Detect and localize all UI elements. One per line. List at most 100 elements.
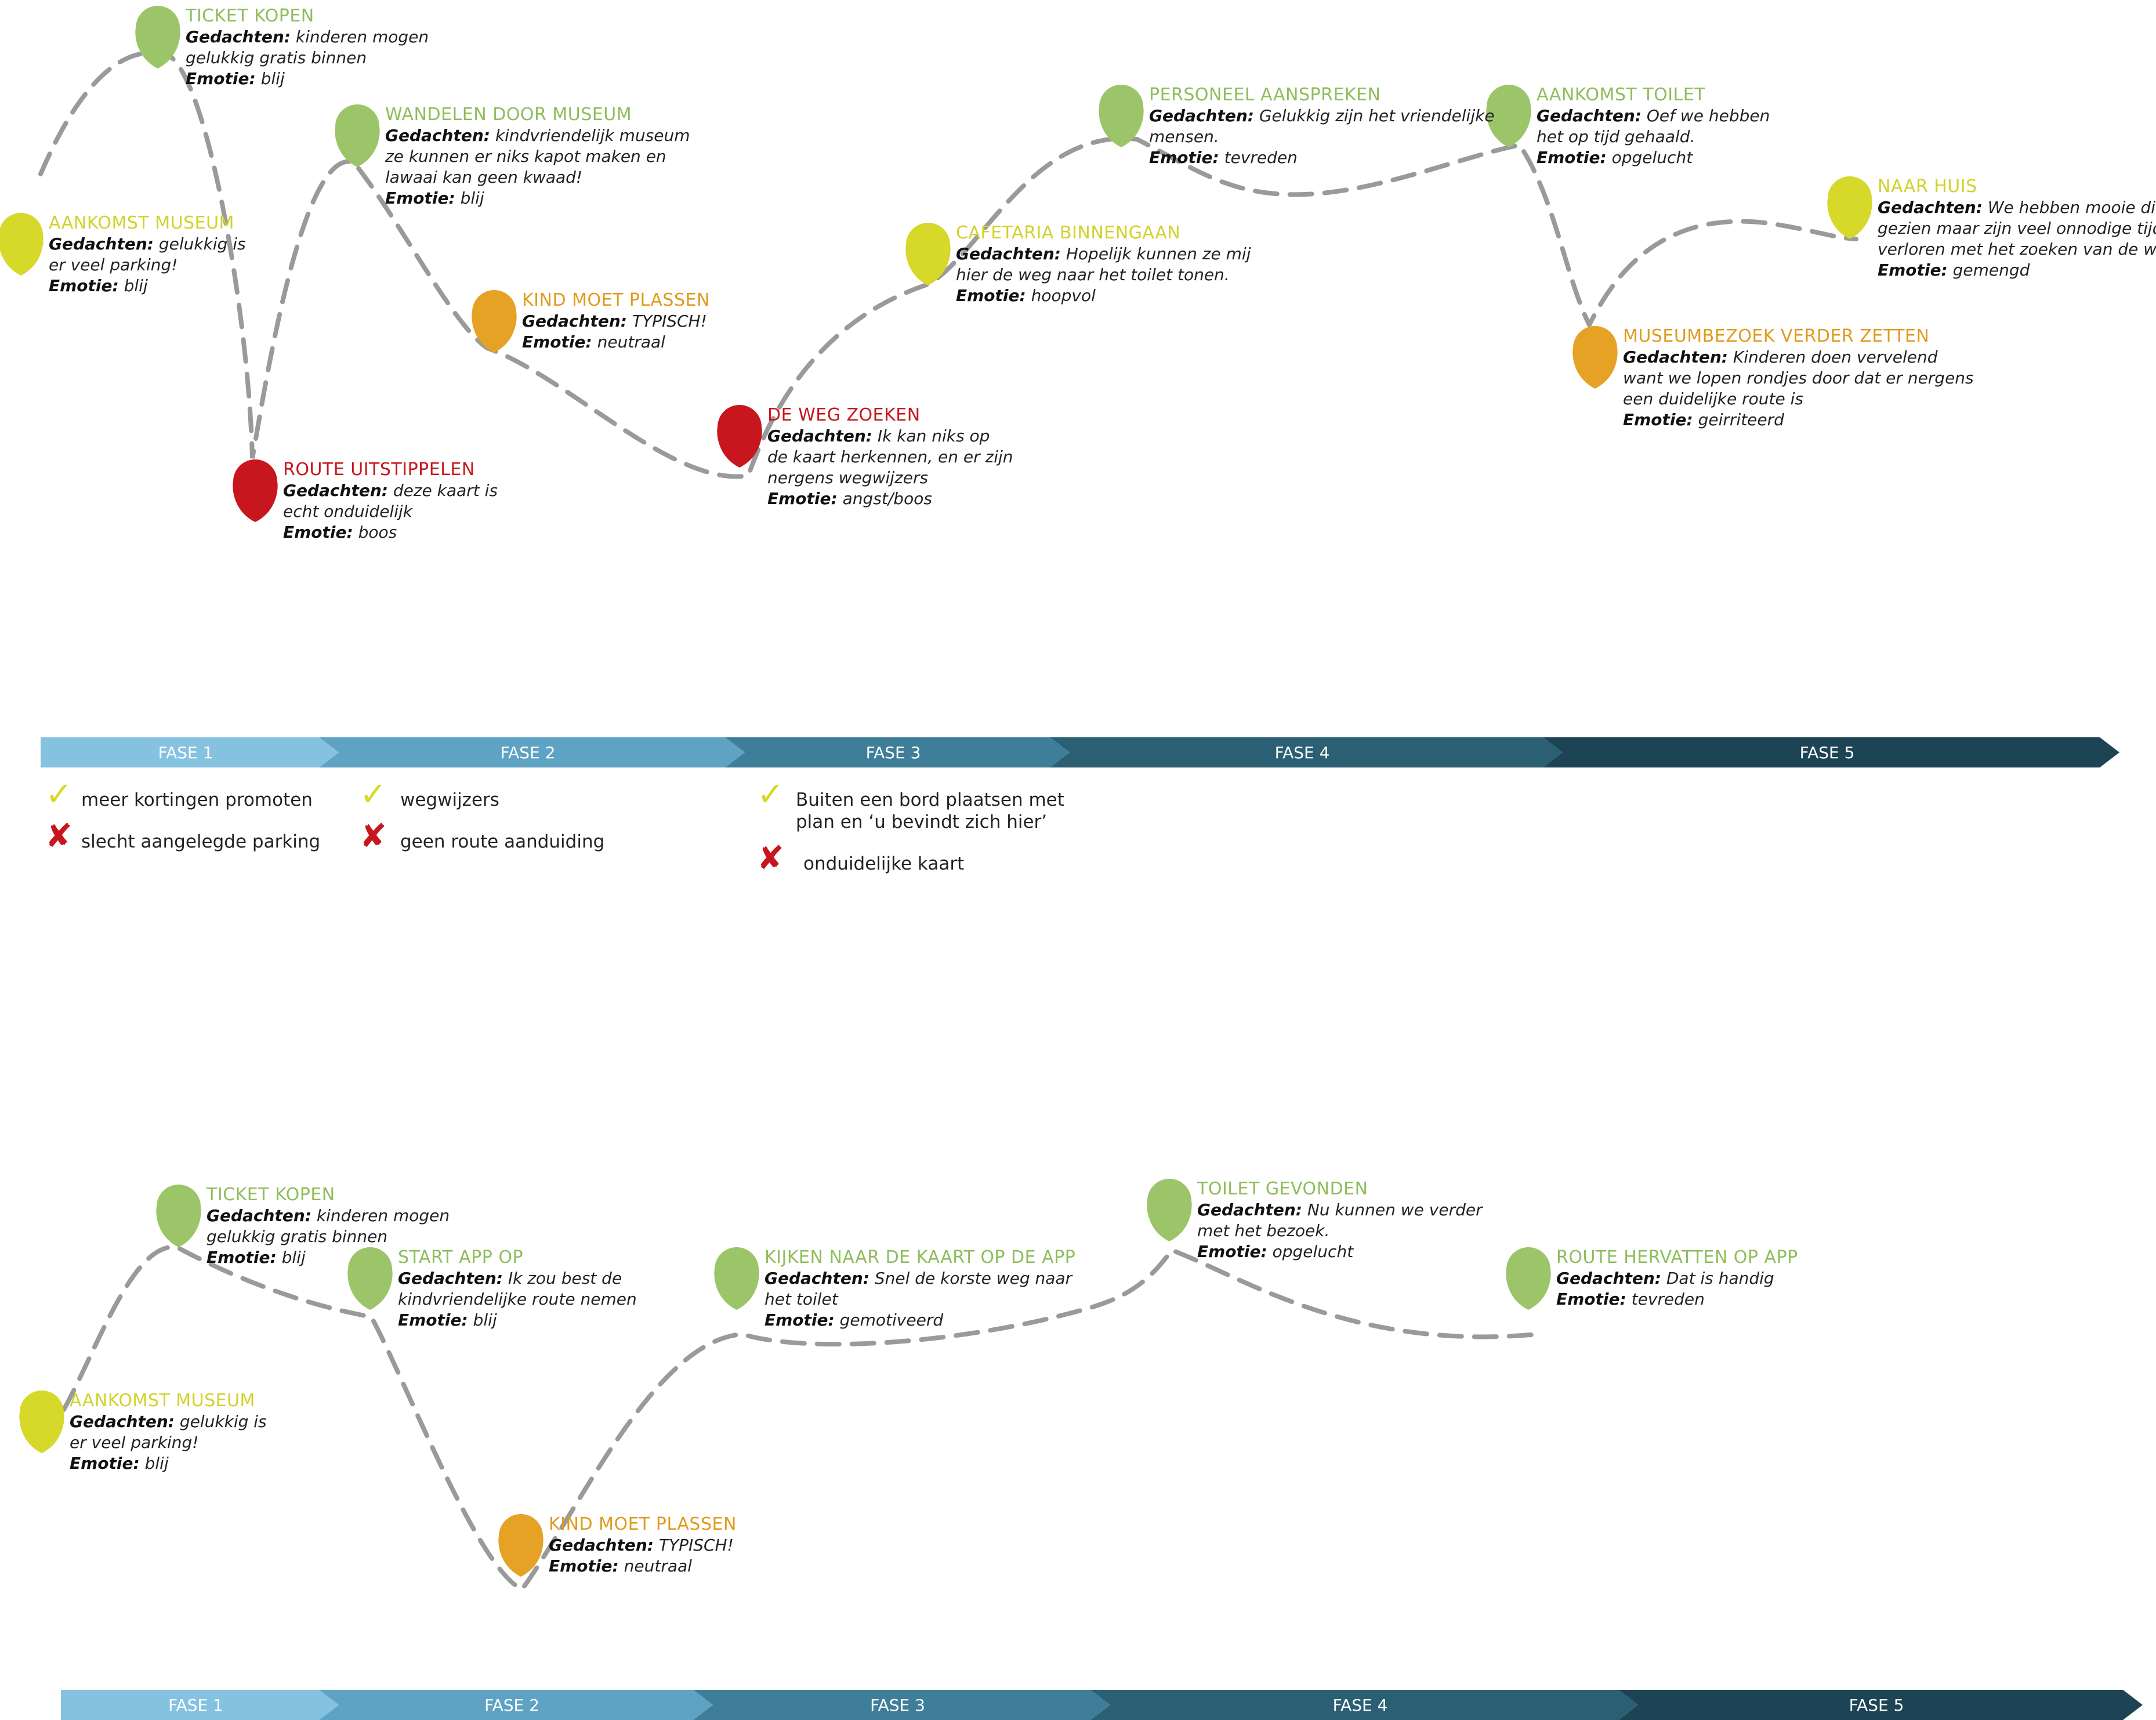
thoughts-label: Gedachten: [767,426,872,446]
stop-title: NAAR HUIS [1878,176,1977,197]
emotion-text: blij [460,189,484,208]
yellow-pin-icon [0,213,44,276]
stop-thoughts: Gedachten: kinderen mogen gelukkig grati… [186,27,557,68]
stop-thoughts: Gedachten: TYPISCH! [522,311,893,332]
stop-title: AANKOMST MUSEUM [49,213,234,233]
orange-pin-icon [498,1514,543,1577]
stop-emotion: Emotie: blij [385,188,756,209]
stop-title: START APP OP [398,1247,524,1268]
emotion-text: opgelucht [1272,1242,1354,1261]
emotion-text: tevreden [1631,1290,1705,1309]
thoughts-text: kinderen mogen gelukkig gratis binnen [206,1206,450,1246]
phase-1-segment [61,1690,339,1720]
thoughts-label: Gedachten: [283,481,388,500]
stop-emotion: Emotie: opgelucht [1537,147,1908,168]
cross-icon: ✘ [45,817,73,855]
stop-title: WANDELEN DOOR MUSEUM [385,104,632,125]
stop-thoughts: Gedachten: Gelukkig zijn het vriendelijk… [1149,106,1520,147]
thoughts-label: Gedachten: [206,1206,311,1225]
emotion-text: blij [281,1248,306,1267]
stop-thoughts: Gedachten: deze kaart is echt onduidelij… [283,480,654,522]
phase-2-segment [319,1690,713,1720]
emotion-text: tevreden [1224,148,1298,167]
phase-1-label: FASE 1 [168,1696,223,1715]
phase-1-segment [41,737,339,767]
thoughts-text: Ik kan niks op de kaart herkennen, en er… [767,426,1013,487]
stop-thoughts: Gedachten: Dat is handig [1556,1268,1927,1289]
cross-icon: ✘ [360,817,387,855]
emotion-label: Emotie: [49,276,119,295]
emotion-label: Emotie: [206,1248,277,1267]
stop-title: KIND MOET PLASSEN [549,1514,737,1534]
phase-5-label: FASE 5 [1800,743,1855,762]
stop-title: AANKOMST TOILET [1537,85,1706,105]
emotion-text: neutraal [624,1556,692,1576]
emotion-label: Emotie: [398,1310,468,1330]
stop-thoughts: Gedachten: We hebben mooie dingen gezien… [1878,197,2156,260]
stop-thoughts: Gedachten: gelukkig is er veel parking! [70,1411,441,1453]
phase-3-label: FASE 3 [870,1696,925,1715]
thoughts-text: Snel de korste weg naar het toilet [764,1269,1072,1309]
thoughts-text: gelukkig is er veel parking! [70,1412,267,1452]
problem-note: geen route aanduiding [400,831,605,852]
journey-1-path [38,50,1858,479]
emotion-label: Emotie: [70,1454,140,1473]
stop-title: TICKET KOPEN [206,1185,335,1205]
thoughts-label: Gedachten: [186,27,291,46]
thoughts-text: Dat is handig [1666,1269,1774,1288]
emotion-text: geirriteerd [1698,410,1784,429]
emotion-text: hoopvol [1031,286,1096,305]
green-pin-icon [1099,85,1144,147]
emotion-text: gemengd [1952,260,2030,280]
checkmark-icon: ✓ [360,776,387,813]
thoughts-label: Gedachten: [1878,198,1983,217]
improvement-note: Buiten een bord plaatsen met plan en ‘u … [796,790,1064,832]
thoughts-text: TYPISCH! [658,1536,734,1555]
emotion-label: Emotie: [956,286,1026,305]
stop-emotion: Emotie: blij [186,68,557,89]
yellow-pin-icon [1827,176,1872,239]
stop-thoughts: Gedachten: Hopelijk kunnen ze mij hier d… [956,244,1327,285]
phase-5-label: FASE 5 [1849,1696,1904,1715]
stop-thoughts: Gedachten: Snel de korste weg naar het t… [764,1268,1136,1310]
thoughts-text: gelukkig is er veel parking! [49,234,246,274]
stop-thoughts: Gedachten: Oef we hebben het op tijd geh… [1537,106,1908,147]
emotion-text: neutraal [597,332,665,352]
green-pin-icon [1147,1179,1192,1241]
phase-3-segment [725,737,1070,767]
stop-thoughts: Gedachten: Kinderen doen vervelend want … [1623,347,1994,410]
problem-note: slecht aangelegde parking [81,831,321,852]
emotion-label: Emotie: [1623,410,1693,429]
phase-3-label: FASE 3 [866,743,921,762]
red-pin-icon [233,459,278,522]
thoughts-text: Ik zou best de kindvriendelijke route ne… [398,1269,637,1309]
stop-thoughts: Gedachten: gelukkig is er veel parking! [49,234,420,276]
emotion-text: angst/boos [842,489,932,508]
stop-title: TOILET GEVONDEN [1197,1179,1368,1199]
red-pin-icon [717,405,762,468]
stop-emotion: Emotie: blij [70,1453,441,1474]
stop-emotion: Emotie: gemengd [1878,260,2156,281]
green-pin-icon [347,1247,393,1310]
phase-2-label: FASE 2 [501,743,556,762]
thoughts-text: Hopelijk kunnen ze mij hier de weg naar … [956,244,1251,284]
thoughts-label: Gedachten: [764,1269,869,1288]
emotion-label: Emotie: [522,332,592,352]
thoughts-text: kinderen mogen gelukkig gratis binnen [186,27,429,67]
phase-4-segment [1090,1690,1638,1720]
emotion-label: Emotie: [1537,148,1607,167]
emotion-label: Emotie: [549,1556,619,1576]
phase-5-segment [1618,1690,2143,1720]
green-pin-icon [1506,1247,1551,1310]
